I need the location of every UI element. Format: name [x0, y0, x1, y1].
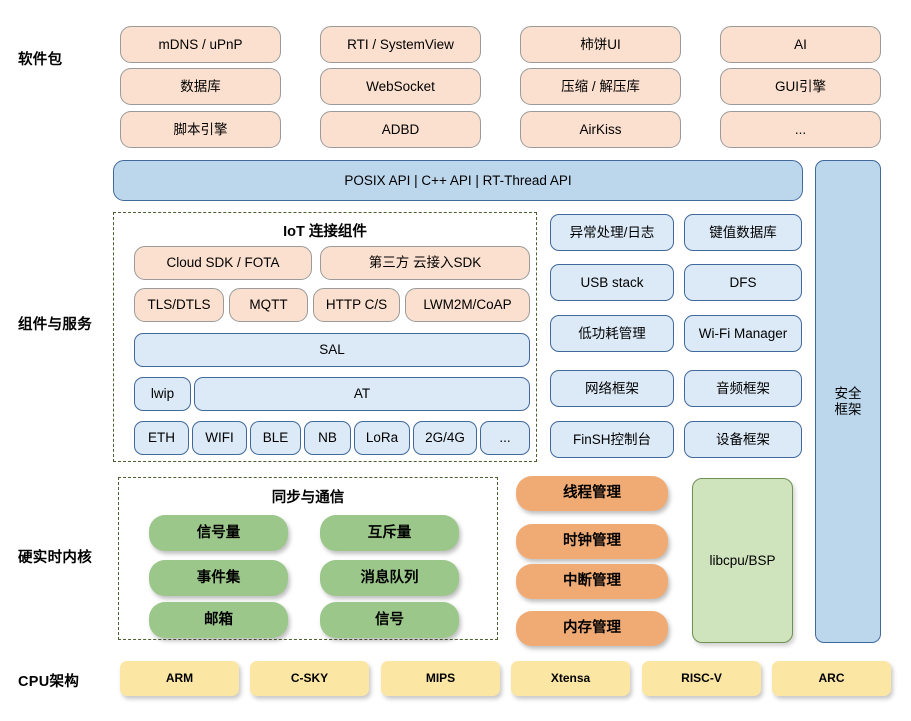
software-package-chip[interactable]: 数据库: [120, 68, 281, 105]
software-package-chip[interactable]: 柿饼UI: [520, 26, 681, 63]
component-chip[interactable]: FinSH控制台: [550, 421, 674, 458]
sync-primitive-chip[interactable]: 消息队列: [320, 560, 459, 596]
cpu-arch-chip[interactable]: C-SKY: [250, 661, 369, 696]
section-label-components-services: 组件与服务: [18, 317, 92, 333]
kernel-manager-chip[interactable]: 内存管理: [516, 611, 668, 646]
link-chip[interactable]: ETH: [134, 421, 189, 455]
sal-layer[interactable]: SAL: [134, 333, 530, 367]
iot-protocol-chip[interactable]: LWM2M/CoAP: [405, 288, 530, 322]
link-chip[interactable]: BLE: [250, 421, 301, 455]
component-chip[interactable]: 网络框架: [550, 370, 674, 407]
sync-group-title: 同步与通信: [271, 490, 345, 506]
cpu-arch-chip[interactable]: ARM: [120, 661, 239, 696]
sync-primitive-chip[interactable]: 邮箱: [149, 602, 288, 638]
link-chip[interactable]: 2G/4G: [413, 421, 477, 455]
software-package-chip[interactable]: AI: [720, 26, 881, 63]
section-label-software-packages: 软件包: [18, 52, 63, 68]
component-chip[interactable]: 音频框架: [684, 370, 802, 407]
link-chip[interactable]: LoRa: [354, 421, 410, 455]
component-chip[interactable]: 低功耗管理: [550, 315, 674, 352]
software-package-chip[interactable]: mDNS / uPnP: [120, 26, 281, 63]
cpu-arch-chip[interactable]: ARC: [772, 661, 891, 696]
at-layer[interactable]: AT: [194, 377, 530, 411]
section-label-cpu-architecture: CPU架构: [18, 674, 80, 690]
iot-cloud-chip[interactable]: Cloud SDK / FOTA: [134, 246, 312, 280]
libcpu-bsp-panel[interactable]: libcpu/BSP: [692, 478, 793, 643]
component-chip[interactable]: DFS: [684, 264, 802, 301]
component-chip[interactable]: 异常处理/日志: [550, 214, 674, 251]
software-package-chip[interactable]: 脚本引擎: [120, 111, 281, 148]
sync-primitive-chip[interactable]: 互斥量: [320, 515, 459, 551]
iot-protocol-chip[interactable]: MQTT: [229, 288, 308, 322]
api-bar[interactable]: POSIX API | C++ API | RT-Thread API: [113, 160, 803, 201]
software-package-chip[interactable]: WebSocket: [320, 68, 481, 105]
cpu-arch-chip[interactable]: RISC-V: [642, 661, 761, 696]
kernel-manager-chip[interactable]: 中断管理: [516, 564, 668, 599]
kernel-manager-chip[interactable]: 时钟管理: [516, 524, 668, 559]
iot-group-title: IoT 连接组件: [283, 224, 367, 240]
component-chip[interactable]: 键值数据库: [684, 214, 802, 251]
sync-primitive-chip[interactable]: 事件集: [149, 560, 288, 596]
cpu-arch-chip[interactable]: Xtensa: [511, 661, 630, 696]
software-package-chip[interactable]: RTI / SystemView: [320, 26, 481, 63]
cpu-arch-chip[interactable]: MIPS: [381, 661, 500, 696]
iot-cloud-chip[interactable]: 第三方 云接入SDK: [320, 246, 530, 280]
software-package-chip[interactable]: 压缩 / 解压库: [520, 68, 681, 105]
software-package-chip[interactable]: ADBD: [320, 111, 481, 148]
software-package-chip[interactable]: AirKiss: [520, 111, 681, 148]
component-chip[interactable]: USB stack: [550, 264, 674, 301]
kernel-manager-chip[interactable]: 线程管理: [516, 476, 668, 511]
iot-protocol-chip[interactable]: HTTP C/S: [313, 288, 400, 322]
link-chip[interactable]: WIFI: [192, 421, 247, 455]
iot-protocol-chip[interactable]: TLS/DTLS: [134, 288, 224, 322]
software-package-chip[interactable]: ...: [720, 111, 881, 148]
link-chip[interactable]: ...: [480, 421, 530, 455]
section-label-hard-realtime-kernel: 硬实时内核: [18, 550, 92, 566]
lwip-chip[interactable]: lwip: [134, 377, 191, 411]
link-chip[interactable]: NB: [304, 421, 351, 455]
sync-group-frame: [118, 477, 498, 640]
component-chip[interactable]: Wi-Fi Manager: [684, 315, 802, 352]
iot-group-frame: [113, 212, 537, 462]
component-chip[interactable]: 设备框架: [684, 421, 802, 458]
software-package-chip[interactable]: GUI引擎: [720, 68, 881, 105]
security-framework-panel[interactable]: 安全 框架: [815, 160, 881, 643]
sync-primitive-chip[interactable]: 信号量: [149, 515, 288, 551]
sync-primitive-chip[interactable]: 信号: [320, 602, 459, 638]
